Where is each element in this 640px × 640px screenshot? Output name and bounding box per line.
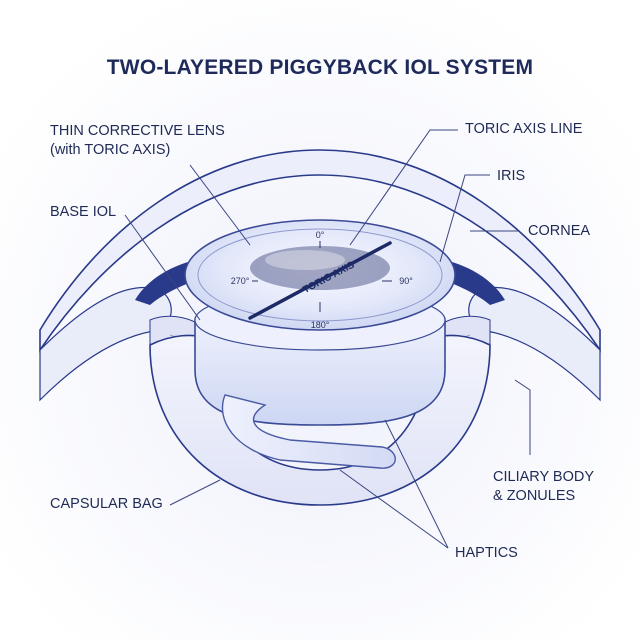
label-thin-corrective-lens: THIN CORRECTIVE LENS (with TORIC AXIS) <box>50 122 225 160</box>
label-ciliary-line2: & ZONULES <box>493 488 576 504</box>
leader-haptics-2 <box>339 469 449 549</box>
cornea <box>39 149 601 353</box>
thin-lens-shadow <box>250 246 390 290</box>
toric-axis-bar <box>248 241 392 320</box>
label-toric-axis-line: TORIC AXIS LINE <box>465 121 583 137</box>
haptic <box>221 394 396 469</box>
label-iris: IRIS <box>497 168 526 184</box>
sclera-left <box>39 286 172 402</box>
thin-lens-highlight <box>265 250 345 270</box>
leader-toric-axis <box>349 129 458 246</box>
label-base-iol: BASE IOL <box>50 204 117 220</box>
label-haptics: HAPTICS <box>455 545 518 561</box>
degree-0: 0° <box>316 230 325 240</box>
degree-90: 90° <box>399 276 413 286</box>
leader-lines <box>124 129 531 549</box>
label-thin-lens-line2: (with TORIC AXIS) <box>50 142 171 158</box>
leader-ciliary <box>514 379 531 455</box>
diagram-title: TWO-LAYERED PIGGYBACK IOL SYSTEM <box>106 56 534 79</box>
degree-270: 270° <box>231 276 250 286</box>
degree-ticks <box>252 241 392 312</box>
label-thin-lens-line1: THIN CORRECTIVE LENS <box>50 123 225 139</box>
leader-capsular-bag <box>169 479 221 506</box>
label-capsular-bag: CAPSULAR BAG <box>50 496 163 512</box>
label-ciliary-line1: CILIARY BODY <box>493 469 595 485</box>
leader-iris <box>439 174 490 263</box>
leader-haptics-1 <box>384 419 449 549</box>
sclera-right <box>468 286 601 402</box>
leader-thin-lens <box>189 164 251 246</box>
label-ciliary-body-zonules: CILIARY BODY & ZONULES <box>493 468 594 506</box>
leader-base-iol <box>124 214 201 321</box>
degree-180: 180° <box>311 320 330 330</box>
thin-lens-rim <box>197 228 443 322</box>
label-cornea: CORNEA <box>528 223 591 239</box>
